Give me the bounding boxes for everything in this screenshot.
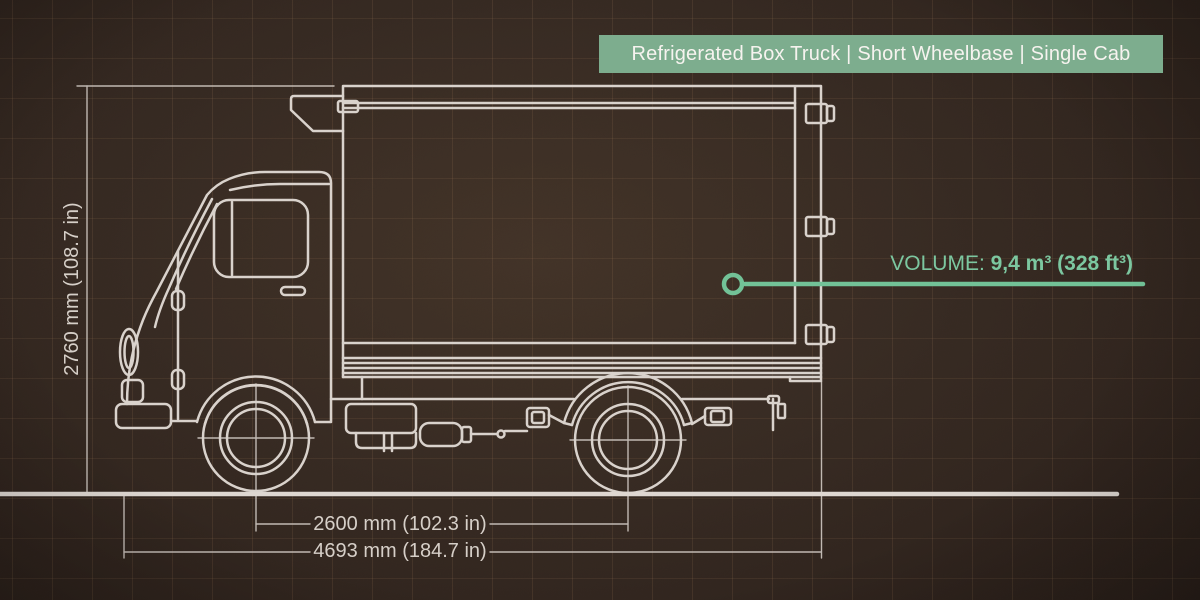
- indicator-lamp: [120, 378, 145, 404]
- refrigeration-unit: [289, 94, 360, 133]
- volume-annotation: VOLUME: 9,4 m³ (328 ft³): [733, 252, 1133, 276]
- fuel-tank: [344, 402, 418, 453]
- rear-fender: [562, 371, 694, 427]
- rear-door-hinges: [804, 102, 836, 346]
- truck-box: [341, 84, 823, 401]
- door-handle: [279, 285, 307, 297]
- wheelbase-dimension-label: 2600 mm (102.3 in): [313, 513, 487, 535]
- chassis: [329, 394, 787, 432]
- volume-leader: [721, 272, 1146, 296]
- volume-marker-icon: [721, 272, 745, 296]
- headlight: [118, 327, 140, 377]
- height-dimension-label: 2760 mm (108.7 in): [61, 202, 83, 376]
- title-banner-text: Refrigerated Box Truck | Short Wheelbase…: [631, 43, 1131, 65]
- spring-hangers: [525, 406, 733, 429]
- length-dimension-label: 4693 mm (184.7 in): [313, 540, 487, 562]
- truck-cab: [114, 170, 333, 430]
- cab-window: [212, 198, 310, 279]
- front-wheel: [201, 383, 311, 493]
- exhaust-muffler: [418, 421, 529, 448]
- volume-annotation-label: VOLUME:: [890, 252, 991, 275]
- volume-annotation-value: 9,4 m³ (328 ft³): [990, 252, 1133, 275]
- title-banner: Refrigerated Box Truck | Short Wheelbase…: [599, 35, 1163, 73]
- truck-outline: [114, 84, 836, 495]
- front-bumper: [114, 402, 173, 430]
